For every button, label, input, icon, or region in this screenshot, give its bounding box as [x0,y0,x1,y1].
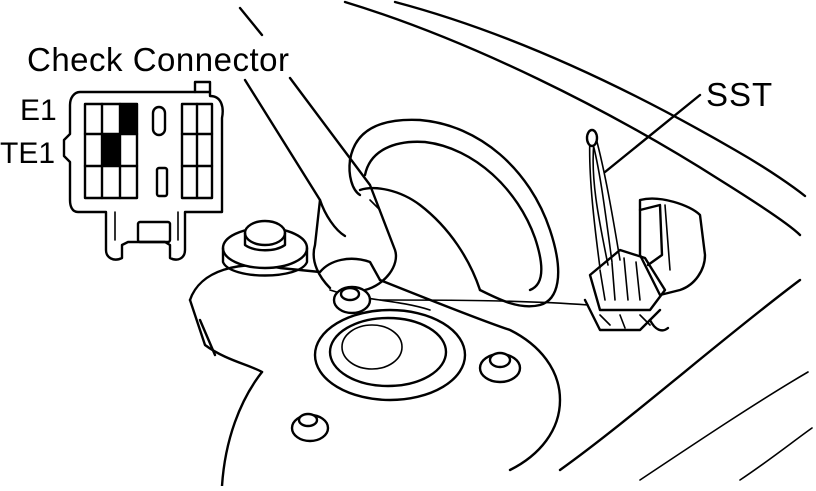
round-port [313,308,467,402]
terminal-slot-lower [155,166,169,198]
e1-terminal-label: E1 [20,94,57,127]
terminal-grid-right [180,102,214,200]
check-connector-title: Check Connector [27,41,290,78]
sst-jumper-wire [585,128,621,269]
terminal-e1 [119,103,138,135]
support-strut [243,76,398,292]
terminal-grid-left [83,102,139,200]
hood-edge-lines [238,0,813,481]
sst-label: SST [706,76,774,113]
bay-check-connector [583,197,707,332]
bolt-right [478,351,522,384]
connector-inset [62,80,224,261]
terminal-te1 [101,133,121,167]
terminal-slot-upper [151,105,167,137]
bolt-bottom [290,412,330,443]
bolt-left [332,285,372,315]
filler-cap [221,219,309,277]
intake-housing [348,118,560,308]
te1-terminal-label: TE1 [0,137,56,170]
leader-lines [379,93,702,306]
